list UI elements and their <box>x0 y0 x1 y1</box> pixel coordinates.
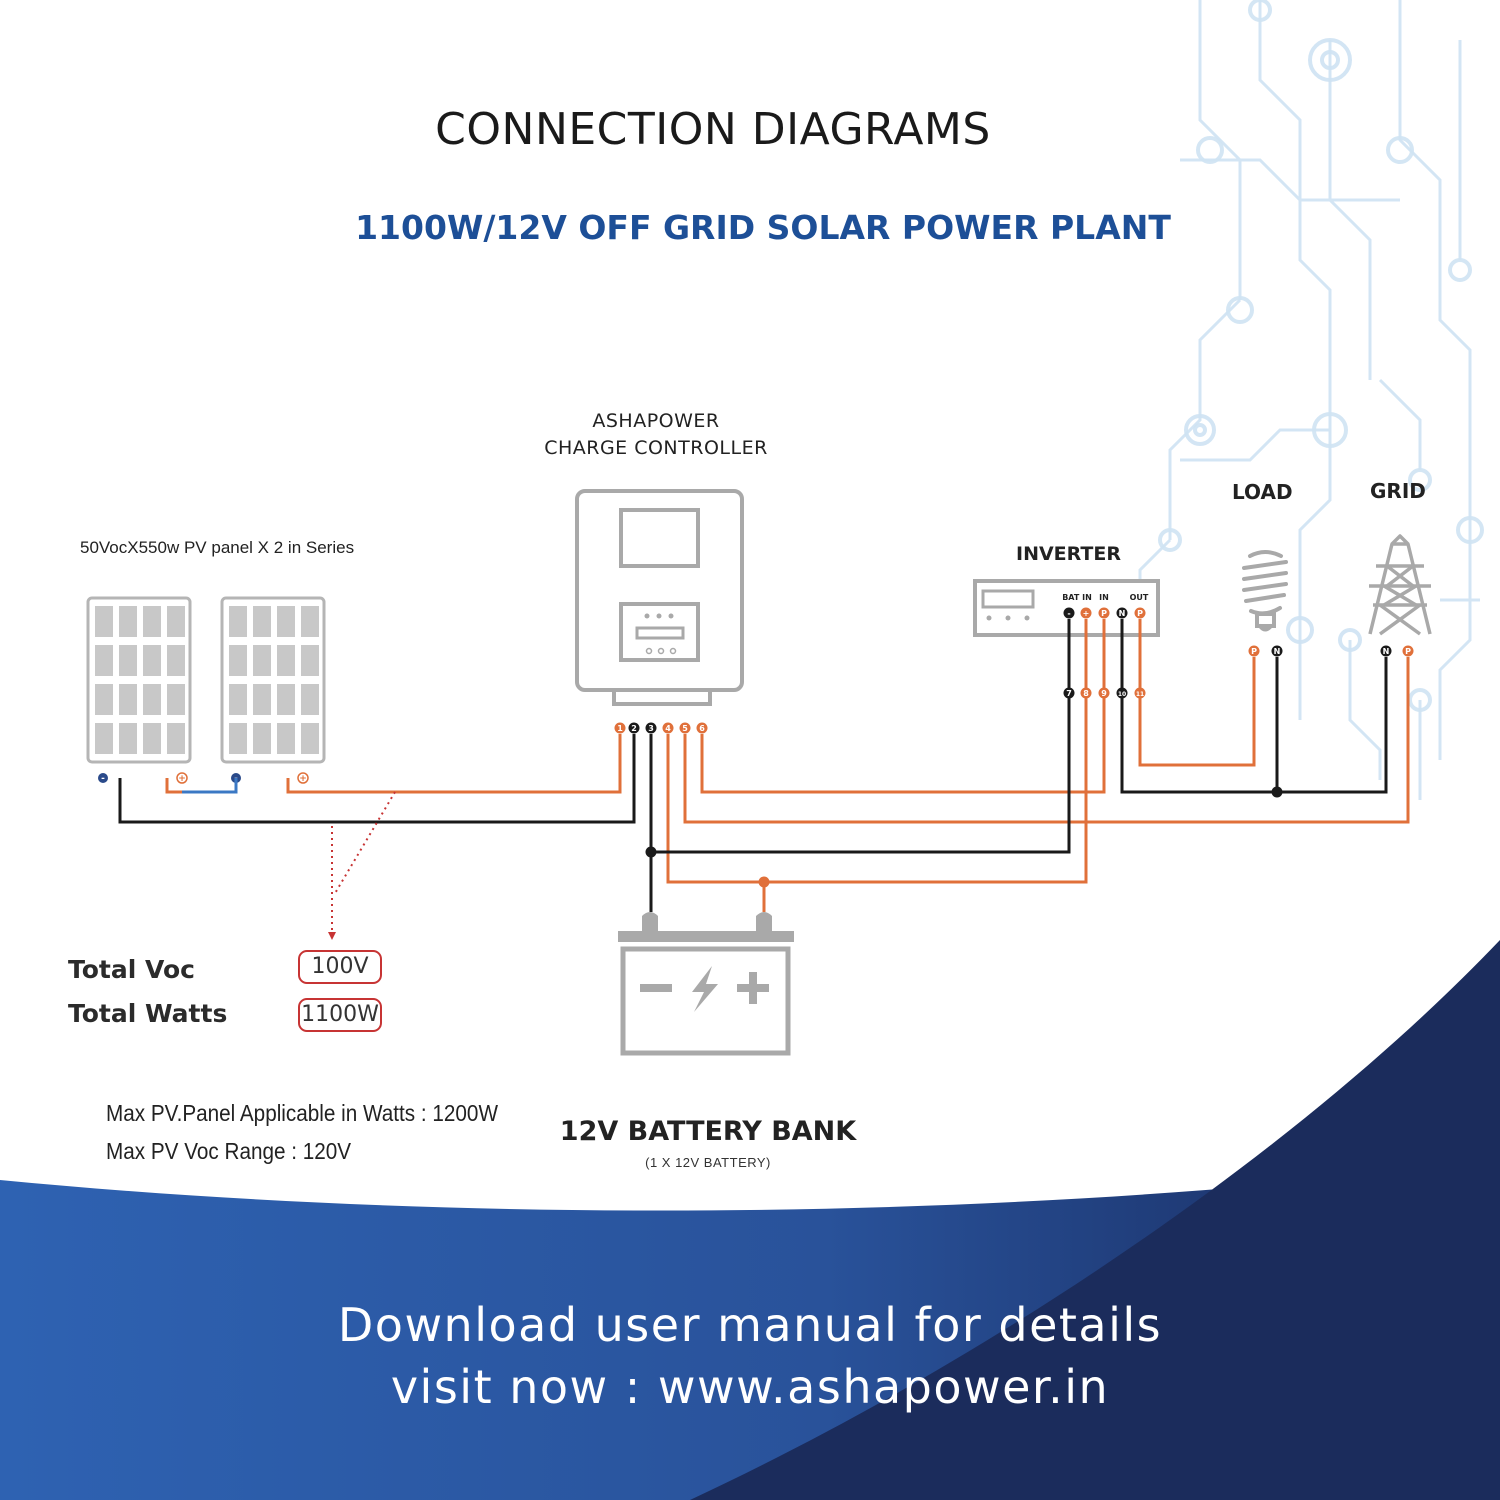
inverter-box: BAT IN IN OUT <box>973 579 1160 637</box>
cc-terminal-3-dot <box>645 722 657 734</box>
cc-terminal-5-dot <box>679 722 691 734</box>
cc-terminal-6-dot <box>696 722 708 734</box>
cc-terminal-1-dot <box>614 722 626 734</box>
svg-text:+: + <box>178 774 186 784</box>
load-terminal-N: N <box>1274 647 1281 656</box>
inverter-terminal-11-dot <box>1134 687 1146 699</box>
grid-terminal-P-dot <box>1402 645 1414 657</box>
footer-line-2[interactable]: visit now : www.ashapower.in <box>390 1360 1110 1414</box>
grid-tower-icon <box>1368 534 1432 636</box>
grid-terminal-N: N <box>1383 647 1390 656</box>
charge-controller <box>575 489 744 706</box>
cc-terminal-2: 2 <box>631 724 637 733</box>
inverter-mark-3: N <box>1119 609 1126 618</box>
max-pv-voc: Max PV Voc Range : 120V <box>106 1138 352 1164</box>
svg-text:-: - <box>101 774 105 784</box>
svg-text:+: + <box>299 774 307 784</box>
inverter-terminal-9-dot <box>1098 687 1110 699</box>
pv-panel-1 <box>86 596 192 764</box>
footer-line-1: Download user manual for details <box>337 1298 1163 1352</box>
circuit-pattern <box>1138 0 1480 800</box>
total-voc-value: 100V <box>298 950 382 984</box>
grid-label: GRID <box>1370 479 1426 503</box>
inverter-terminal-11: 11 <box>1136 691 1144 698</box>
charge-controller-brand: ASHAPOWER <box>592 410 720 432</box>
cc-terminal-4-dot <box>662 722 674 734</box>
pv-terminals: - + - + <box>98 772 309 784</box>
cc-terminal-3: 3 <box>648 724 654 733</box>
voc-indicator-arrow <box>331 791 396 934</box>
voc-arrow-head <box>328 932 336 940</box>
page-subtitle: 1100W/12V OFF GRID SOLAR POWER PLANT <box>355 208 1171 247</box>
inverter-mark-1-dot <box>1080 607 1092 619</box>
inverter-label: INVERTER <box>1016 543 1122 565</box>
inverter-terminal-7-dot <box>1063 687 1075 699</box>
cc-terminal-4: 4 <box>665 724 671 733</box>
inverter-mark-0: - <box>1067 609 1070 618</box>
inverter-out-label: OUT <box>1130 593 1149 602</box>
inverter-mark-2-dot <box>1098 607 1110 619</box>
load-terminal-P: P <box>1251 647 1257 656</box>
total-watts-label: Total Watts <box>68 999 228 1028</box>
inverter-in-label: IN <box>1099 593 1109 602</box>
inverter-terminal-8: 8 <box>1083 689 1089 698</box>
battery-bank-label: 12V BATTERY BANK <box>559 1116 857 1147</box>
cc-terminal-1: 1 <box>617 724 623 733</box>
inverter-terminal-7: 7 <box>1066 689 1072 698</box>
inverter-bat-in-label: BAT IN <box>1062 593 1092 602</box>
inverter-terminal-9: 9 <box>1101 689 1107 698</box>
battery-bank-sub: (1 X 12V BATTERY) <box>645 1155 771 1170</box>
inverter-mark-4: P <box>1137 609 1143 618</box>
load-bulb-icon <box>1242 550 1288 632</box>
circuit-nodes <box>1158 0 1484 712</box>
inverter-mark-3-dot <box>1116 607 1128 619</box>
inverter-terminal-marks: - + P N P <box>1063 607 1146 619</box>
wire-junctions <box>645 786 1283 888</box>
inverter-mark-2: P <box>1101 609 1107 618</box>
battery-icon <box>618 912 794 1056</box>
load-terminal-N-dot <box>1271 645 1283 657</box>
total-watts-value: 1100W <box>298 998 382 1032</box>
wire-blue <box>182 778 238 794</box>
inverter-terminal-10: 10 <box>1118 691 1126 698</box>
pv-panel-2 <box>220 596 326 764</box>
wires-orange <box>165 619 1410 912</box>
cc-terminal-6: 6 <box>699 724 705 733</box>
max-pv-watts: Max PV.Panel Applicable in Watts : 1200W <box>106 1100 498 1126</box>
inverter-mark-4-dot <box>1134 607 1146 619</box>
charge-controller-label: ASHAPOWER CHARGE CONTROLLER <box>506 408 806 462</box>
inverter-terminal-8-dot <box>1080 687 1092 699</box>
load-terminal-P-dot <box>1248 645 1260 657</box>
inverter-mark-1: + <box>1083 609 1090 618</box>
grid-terminal-N-dot <box>1380 645 1392 657</box>
pv-panel-label: 50VocX550w PV panel X 2 in Series <box>80 538 355 557</box>
cc-terminal-2-dot <box>628 722 640 734</box>
inverter-mark-0-dot <box>1063 607 1075 619</box>
inverter-terminal-10-dot <box>1116 687 1128 699</box>
cc-terminal-5: 5 <box>682 724 688 733</box>
footer-band-dark <box>690 940 1500 1500</box>
page-title: CONNECTION DIAGRAMS <box>435 104 991 155</box>
grid-terminal-P: P <box>1405 647 1411 656</box>
load-label: LOAD <box>1232 480 1293 504</box>
inverter-terminals: 7 8 9 10 11 <box>1063 687 1146 699</box>
total-voc-label: Total Voc <box>68 955 195 984</box>
charge-controller-name: CHARGE CONTROLLER <box>544 437 768 459</box>
